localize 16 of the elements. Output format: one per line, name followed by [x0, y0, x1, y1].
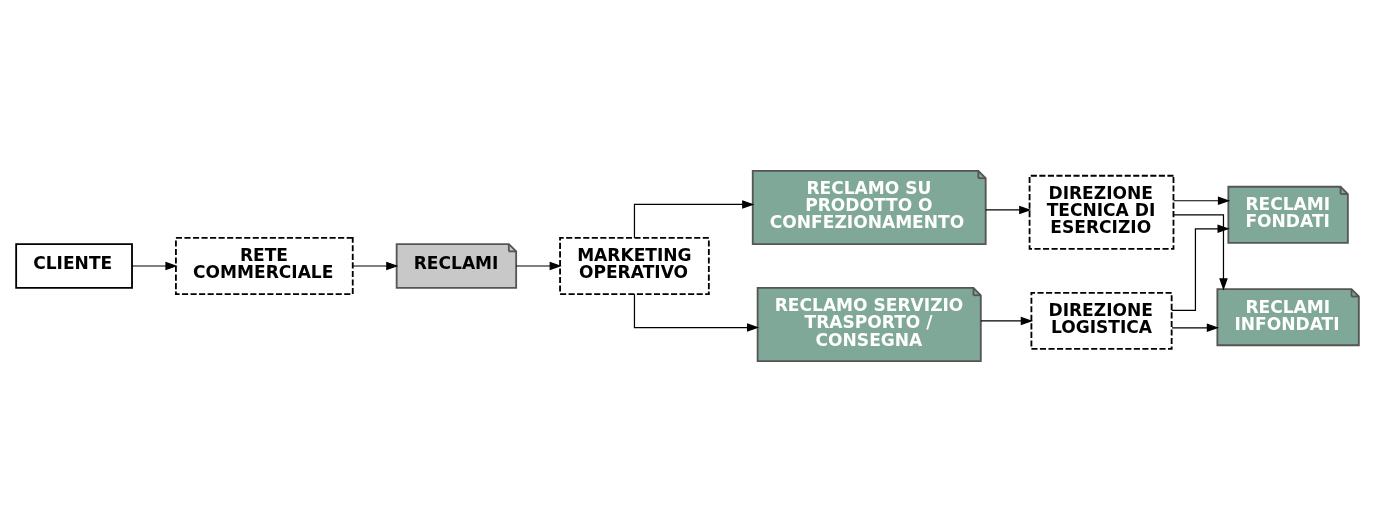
arrow [1171, 323, 1219, 333]
arrow [352, 261, 399, 271]
arrow [131, 261, 178, 271]
arrow [515, 261, 562, 271]
arrow [633, 293, 760, 332]
arrow [980, 316, 1033, 326]
arrow [1173, 196, 1231, 206]
node-box: CLIENTE [15, 243, 133, 289]
node-box: MARKETING OPERATIVO [559, 237, 710, 295]
arrow [985, 205, 1032, 215]
node-box: DIREZIONE LOGISTICA [1030, 291, 1173, 350]
node-box: RETE COMMERCIALE [175, 237, 354, 295]
arrow [1172, 214, 1228, 291]
arrow [1171, 224, 1230, 311]
arrow [633, 200, 755, 239]
node-box: DIREZIONE TECNICA DI ESERCIZIO [1028, 174, 1175, 250]
